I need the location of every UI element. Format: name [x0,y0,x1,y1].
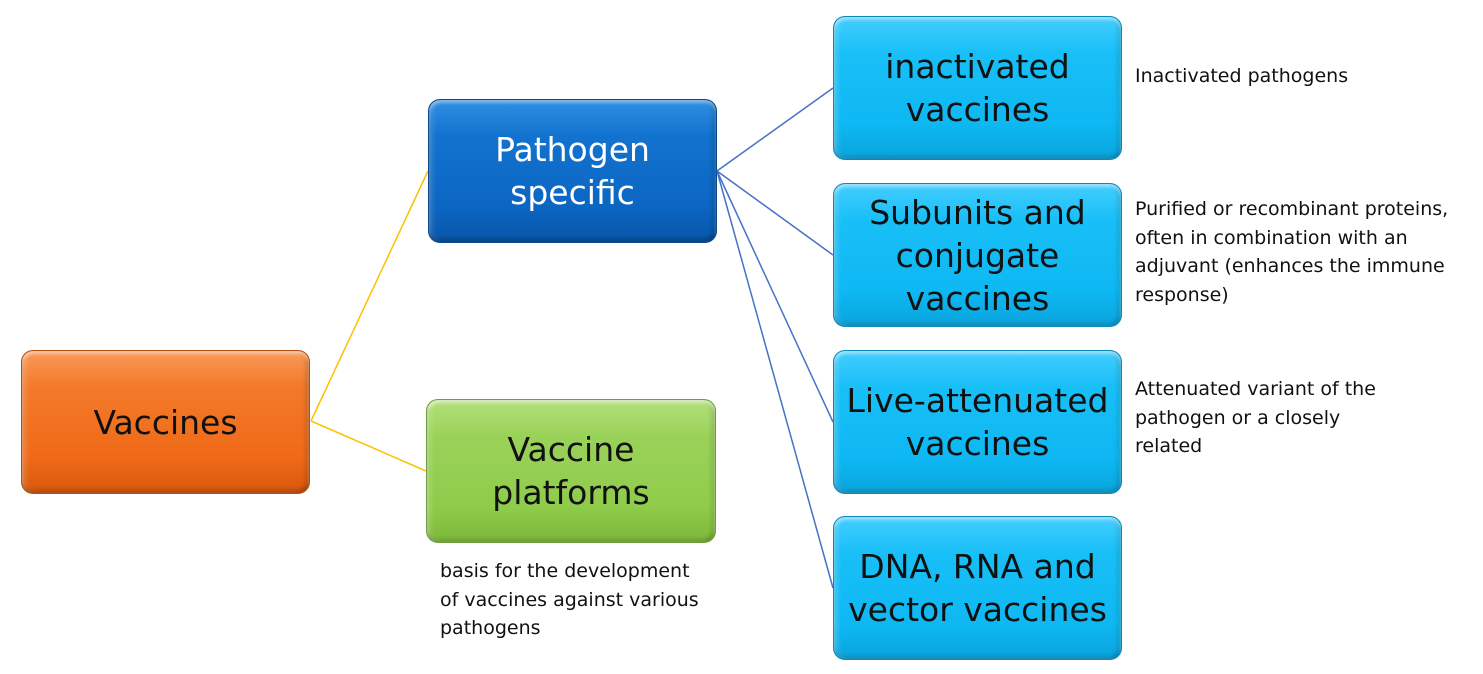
vaccine-type-label: Live-attenuated vaccines [846,381,1109,463]
branch-node-label: Pathogen specific [495,130,650,212]
connector-pathogen-to-subunits [716,170,834,256]
vaccine-type-label: inactivated vaccines [885,47,1070,129]
connector-pathogen-to-inactivated [716,87,834,172]
branch-node-label: Vaccine platforms [492,430,650,512]
vaccine-type-description-inactivated: Inactivated pathogens [1135,65,1349,87]
connector-pathogen-to-dna-rna [716,170,834,589]
vaccine-type-label: DNA, RNA and vector vaccines [848,547,1107,629]
connector-root-to-pathogen [310,170,429,422]
vaccine-type-description-live-attenuated: Attenuated variant of the pathogen or a … [1135,378,1376,457]
root-node-label: Vaccines [93,402,238,442]
vaccine-type-node-dna-rna-vector: DNA, RNA and vector vaccines [833,516,1122,660]
connector-root-to-platforms [310,420,427,472]
branch-node-vaccine-platforms: Vaccine platforms [426,399,716,543]
branch-node-pathogen-specific: Pathogen specific [428,99,717,243]
root-node-vaccines: Vaccines [21,350,310,494]
connector-pathogen-to-live-attenuated [716,170,834,423]
vaccine-type-label: Subunits and conjugate vaccines [869,192,1086,318]
vaccine-type-node-inactivated: inactivated vaccines [833,16,1122,160]
vaccine-type-node-subunits: Subunits and conjugate vaccines [833,183,1122,327]
vaccine-type-description-subunits: Purified or recombinant proteins, often … [1135,198,1449,306]
vaccine-platforms-description: basis for the development of vaccines ag… [440,560,699,639]
vaccine-type-node-live-attenuated: Live-attenuated vaccines [833,350,1122,494]
